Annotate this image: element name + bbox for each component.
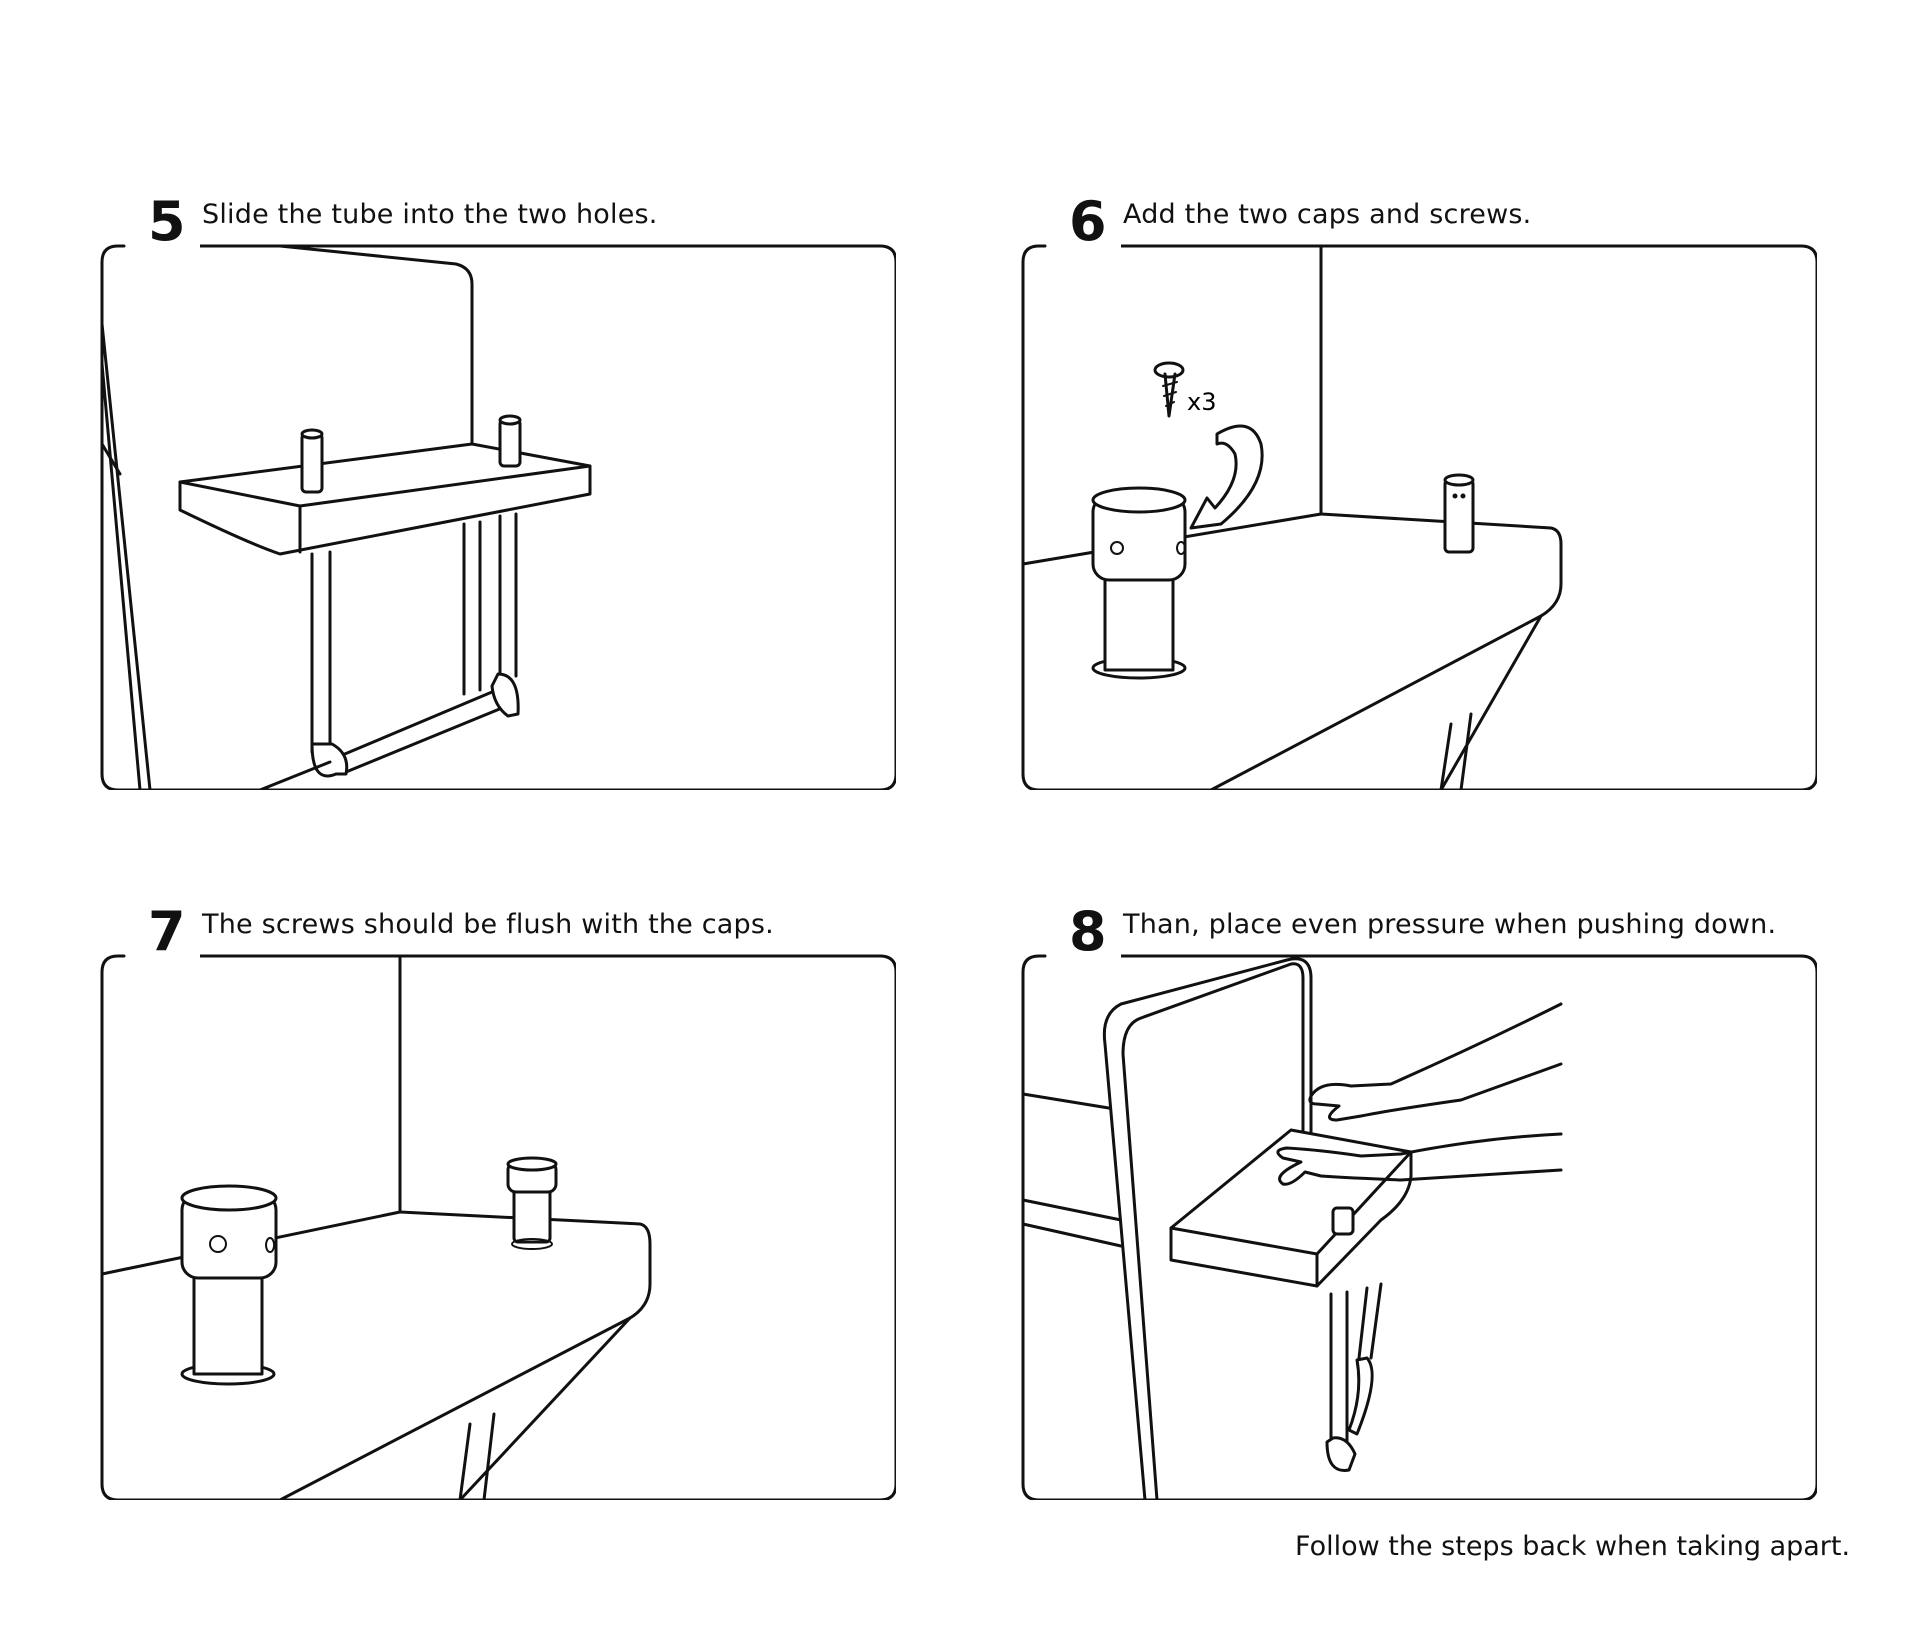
step-instruction: Than, place even pressure when pushing d… bbox=[1123, 909, 1777, 940]
illustration-caps-screws: x3 bbox=[1021, 244, 1817, 790]
step-instruction: The screws should be flush with the caps… bbox=[202, 909, 774, 940]
step-illustration: x3 bbox=[1021, 244, 1817, 790]
illustration-tube-insert bbox=[100, 244, 896, 790]
step-6: 6 Add the two caps and screws. bbox=[1021, 192, 1821, 790]
step-illustration bbox=[100, 954, 896, 1500]
curved-arrow-icon bbox=[1189, 424, 1264, 530]
step-8: 8 Than, place even pressure when pushing… bbox=[1021, 902, 1821, 1500]
step-number: 5 bbox=[138, 192, 200, 252]
step-instruction: Add the two caps and screws. bbox=[1123, 199, 1532, 230]
step-number: 7 bbox=[138, 902, 200, 962]
step-illustration bbox=[100, 244, 896, 790]
screw-icon bbox=[1153, 361, 1185, 418]
step-5: 5 Slide the tube into the two holes. bbox=[100, 192, 900, 790]
step-instruction: Slide the tube into the two holes. bbox=[202, 199, 658, 230]
footer-note: Follow the steps back when taking apart. bbox=[1295, 1531, 1851, 1562]
step-illustration bbox=[1021, 954, 1817, 1500]
illustration-flush-screws bbox=[100, 954, 896, 1500]
illustration-push-down bbox=[1021, 954, 1817, 1500]
screw-count-label: x3 bbox=[1187, 388, 1216, 416]
step-number: 6 bbox=[1059, 192, 1121, 252]
step-7: 7 The screws should be flush with the ca… bbox=[100, 902, 900, 1500]
step-number: 8 bbox=[1059, 902, 1121, 962]
